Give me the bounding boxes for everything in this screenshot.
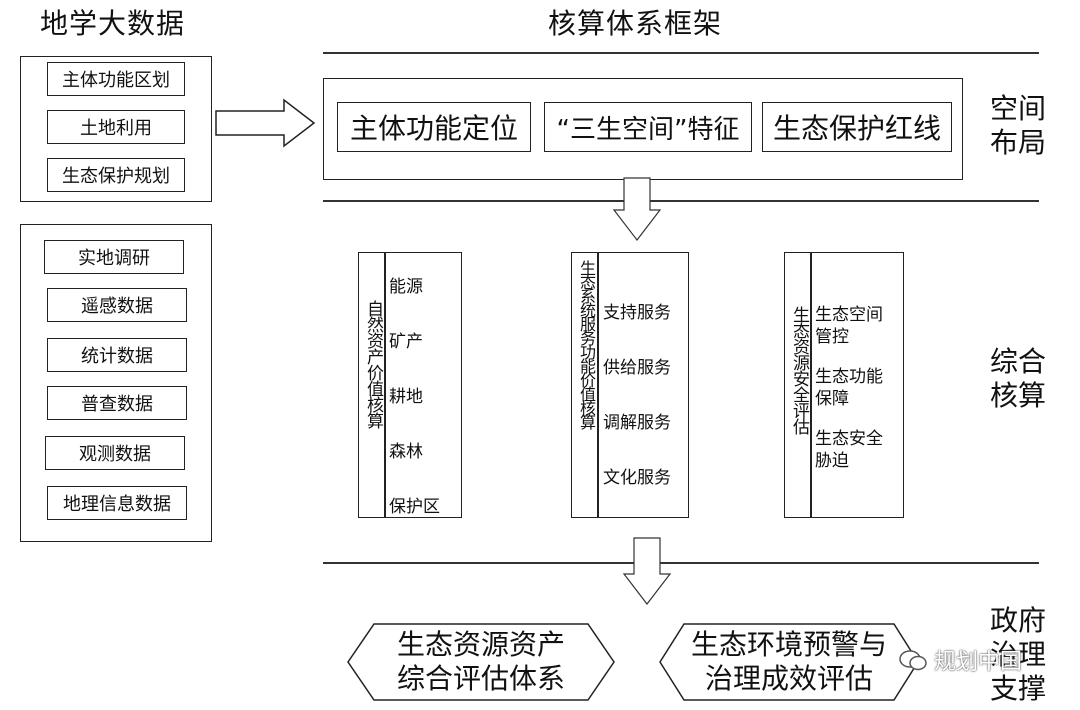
security-item-function-guarantee: 生态功能 保障 (815, 367, 883, 409)
natural-asset-list: 能源 矿产 耕地 森林 保护区 (389, 272, 459, 517)
output-eco-asset-assessment: 生态资源资产 综合评估体系 (396, 628, 565, 695)
output-hex-2-shape (659, 623, 919, 701)
security-assessment-box (784, 252, 904, 518)
left-item-field-survey: 实地调研 (44, 240, 184, 274)
natural-item-reserve: 保护区 (389, 497, 440, 517)
framework-title: 核算体系框架 (548, 7, 723, 40)
watermark-text: 规划中国 (934, 650, 1023, 675)
ecosystem-service-box (571, 252, 689, 518)
security-assessment-divider (810, 253, 812, 517)
left-item-census: 普查数据 (47, 386, 187, 420)
security-assessment-list: 生态空间 管控 生态功能 保障 生态安全 胁迫 (815, 304, 903, 472)
left-item-remote-sensing: 遥感数据 (47, 288, 187, 322)
natural-asset-box (358, 252, 462, 518)
security-item-spatial-control: 生态空间 管控 (815, 305, 883, 347)
band-governance-label: 政府 治理 支撑 (989, 604, 1046, 705)
output-env-warning-assessment: 生态环境预警与 治理成效评估 (690, 628, 887, 695)
ecosystem-service-list: 支持服务 供给服务 调解服务 文化服务 (603, 298, 687, 488)
divider-spatial (323, 200, 1039, 202)
security-item-threat: 生态安全 胁迫 (815, 429, 883, 471)
ecosystem-item-support: 支持服务 (603, 303, 671, 323)
natural-item-forest: 森林 (389, 442, 423, 462)
band-comprehensive-label: 综合 核算 (989, 345, 1046, 412)
natural-asset-divider (384, 253, 386, 517)
natural-item-minerals: 矿产 (389, 332, 423, 352)
left-item-gis: 地理信息数据 (47, 486, 187, 520)
layout-redline: 生态保护红线 (762, 102, 952, 152)
band-spatial-label: 空间 布局 (989, 92, 1046, 159)
left-item-observation: 观测数据 (45, 436, 185, 470)
output-hex-1-shape (347, 623, 615, 701)
natural-item-farmland: 耕地 (389, 387, 423, 407)
layout-three-spaces: “三生空间”特征 (544, 102, 752, 152)
left-item-main-function: 主体功能区划 (47, 62, 185, 96)
policy-data-group (20, 56, 212, 202)
ecosystem-item-culture: 文化服务 (603, 468, 671, 488)
left-title: 地学大数据 (40, 7, 186, 40)
ecosystem-item-supply: 供给服务 (603, 358, 671, 378)
security-assessment-title: 生态资源安全评估 (789, 306, 809, 434)
natural-item-energy: 能源 (389, 277, 423, 297)
right-arrow (215, 98, 316, 148)
ecosystem-service-divider (597, 253, 599, 517)
left-item-statistics: 统计数据 (47, 338, 187, 372)
down-arrow-2 (622, 537, 672, 605)
left-item-eco-planning: 生态保护规划 (47, 158, 185, 192)
wechat-icon (899, 650, 927, 671)
down-arrow-1 (612, 177, 662, 241)
watermark: 规划中国 (898, 644, 1022, 676)
left-item-land-use: 土地利用 (47, 110, 185, 144)
divider-top (323, 52, 1039, 54)
divider-comprehensive (323, 562, 1039, 564)
natural-asset-title: 自然资产价值核算 (363, 300, 383, 428)
layout-main-function: 主体功能定位 (337, 102, 531, 152)
ecosystem-item-regulation: 调解服务 (603, 413, 671, 433)
survey-data-group (20, 224, 212, 542)
ecosystem-service-title: 生态系统服务功能价值核算 (577, 260, 596, 428)
